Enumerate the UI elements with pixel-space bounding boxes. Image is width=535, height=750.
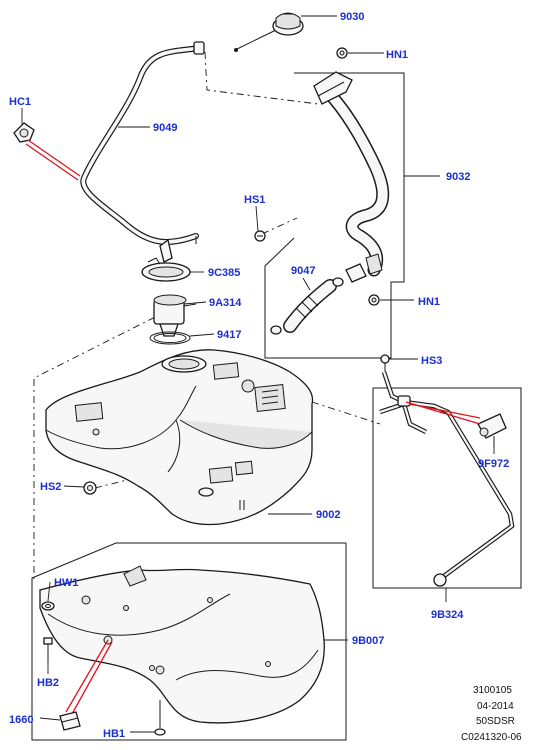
fuel-line-9b324: [379, 371, 515, 587]
assembly-line: [261, 217, 298, 235]
callout-hs2: HS2: [40, 481, 61, 493]
callout-hb1: HB1: [103, 728, 125, 740]
sensor-9f972: [477, 413, 507, 448]
assembly-line: [311, 401, 381, 425]
washer-hw1: [41, 601, 55, 611]
fuel-line-group-box: [372, 387, 522, 589]
callout-9002: 9002: [316, 509, 340, 521]
nut-hn1-top: [336, 47, 348, 59]
clip-1660: [59, 711, 81, 731]
nut-hn1-mid: [368, 294, 380, 306]
callout-hn1-top: HN1: [386, 49, 408, 61]
assembly-line: [204, 51, 319, 105]
callout-9030: 9030: [340, 11, 364, 23]
fuel-tank-9002: [45, 349, 314, 526]
callout-hw1: HW1: [54, 577, 78, 589]
screw-hs1: [254, 230, 266, 242]
callout-hs3: HS3: [421, 355, 442, 367]
hose-9047: [270, 277, 344, 335]
ref-line-1: 3100105: [473, 685, 512, 696]
clip-hc1: [13, 122, 35, 143]
bolt-hb1: [154, 700, 166, 736]
callout-hc1: HC1: [9, 96, 31, 108]
vent-hose-9049: [80, 41, 205, 263]
callout-9b007: 9B007: [352, 635, 384, 647]
screw-hs3: [380, 354, 390, 372]
callout-9a314: 9A314: [209, 297, 242, 309]
screw-hs2: [83, 481, 97, 495]
callout-9047: 9047: [291, 265, 315, 277]
callout-9f972: 9F972: [478, 458, 509, 470]
fuel-sender-9a314: [153, 294, 197, 337]
seal-9417: [149, 331, 191, 345]
bolt-hb2: [43, 637, 53, 662]
callout-1660: 1660: [9, 714, 33, 726]
ref-line-2: 04-2014: [477, 701, 514, 712]
callout-hb2: HB2: [37, 677, 59, 689]
callout-hs1: HS1: [244, 194, 265, 206]
callout-9032: 9032: [446, 171, 470, 183]
ref-line-3: 50SDSR: [476, 716, 515, 727]
callout-9c385: 9C385: [208, 267, 240, 279]
assembly-line: [33, 301, 186, 580]
shield-group-box: [31, 542, 347, 741]
fuel-cap-9030: [234, 12, 304, 52]
filler-pipe-group-box: [264, 72, 405, 359]
callout-9b324: 9B324: [431, 609, 464, 621]
ref-line-4: C0241320-06: [461, 732, 522, 743]
reference-block: 3100105 04-2014 50SDSR C0241320-06: [461, 685, 522, 743]
heat-shield-9b007: [39, 565, 325, 724]
callout-9417: 9417: [217, 329, 241, 341]
callout-9049: 9049: [153, 122, 177, 134]
filler-pipe-9032: [313, 71, 390, 283]
callout-hn1-mid: HN1: [418, 296, 440, 308]
